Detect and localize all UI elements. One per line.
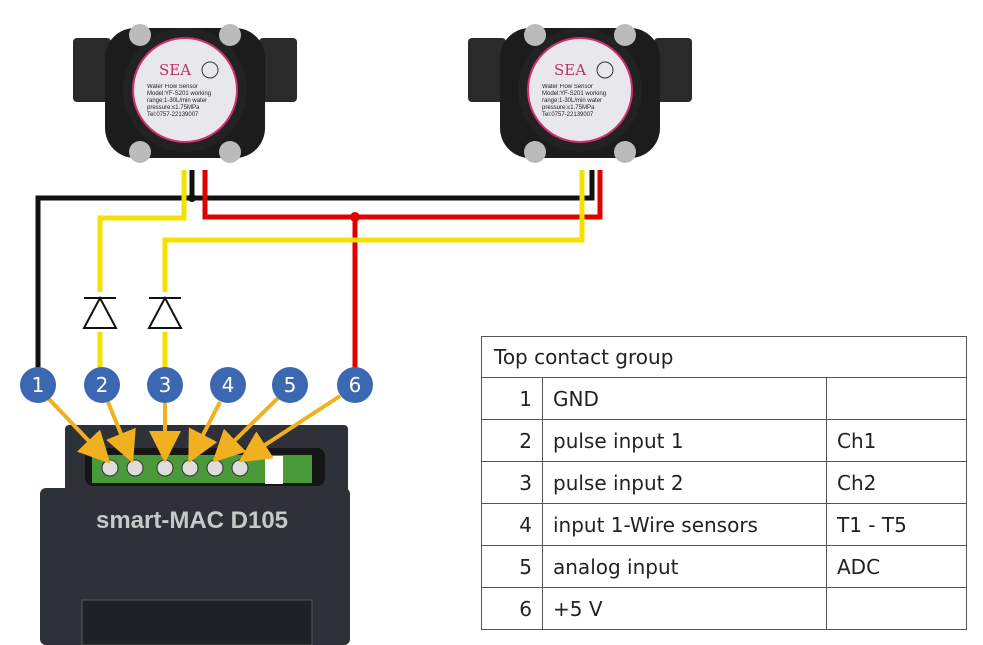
pin-3: 3	[159, 373, 172, 397]
pin-5: 5	[284, 373, 297, 397]
gnd-wire	[35, 170, 195, 370]
smart-mac-device: smart-MAC D105	[40, 425, 350, 645]
table-row: 6+5 V	[481, 587, 967, 630]
pin-1: 1	[32, 373, 45, 397]
device-label: smart-MAC D105	[96, 507, 288, 534]
sensor-brand: SEA	[159, 61, 191, 79]
pin-6: 6	[349, 373, 362, 397]
flow-sensor-1: SEA Water Flow Sensor Model:YF-S201 work…	[72, 23, 298, 164]
flow-sensor-2: SEA Water Flow Sensor Model:YF-S201 work…	[467, 23, 693, 164]
sensor-model-label: Water Flow Sensor Model:YF-S201 working …	[147, 84, 212, 118]
pin-4: 4	[222, 373, 235, 397]
sensor-model-label: Water Flow Sensor Model:YF-S201 working …	[542, 84, 607, 118]
diode-icon	[82, 292, 183, 332]
vcc-wire	[202, 170, 603, 220]
pin-2: 2	[96, 373, 109, 397]
junction-dot	[350, 212, 360, 222]
table-title: Top contact group	[481, 336, 967, 378]
pin-badges: 1 2 3 4 5 6	[20, 367, 373, 403]
sensor-brand: SEA	[554, 61, 586, 79]
